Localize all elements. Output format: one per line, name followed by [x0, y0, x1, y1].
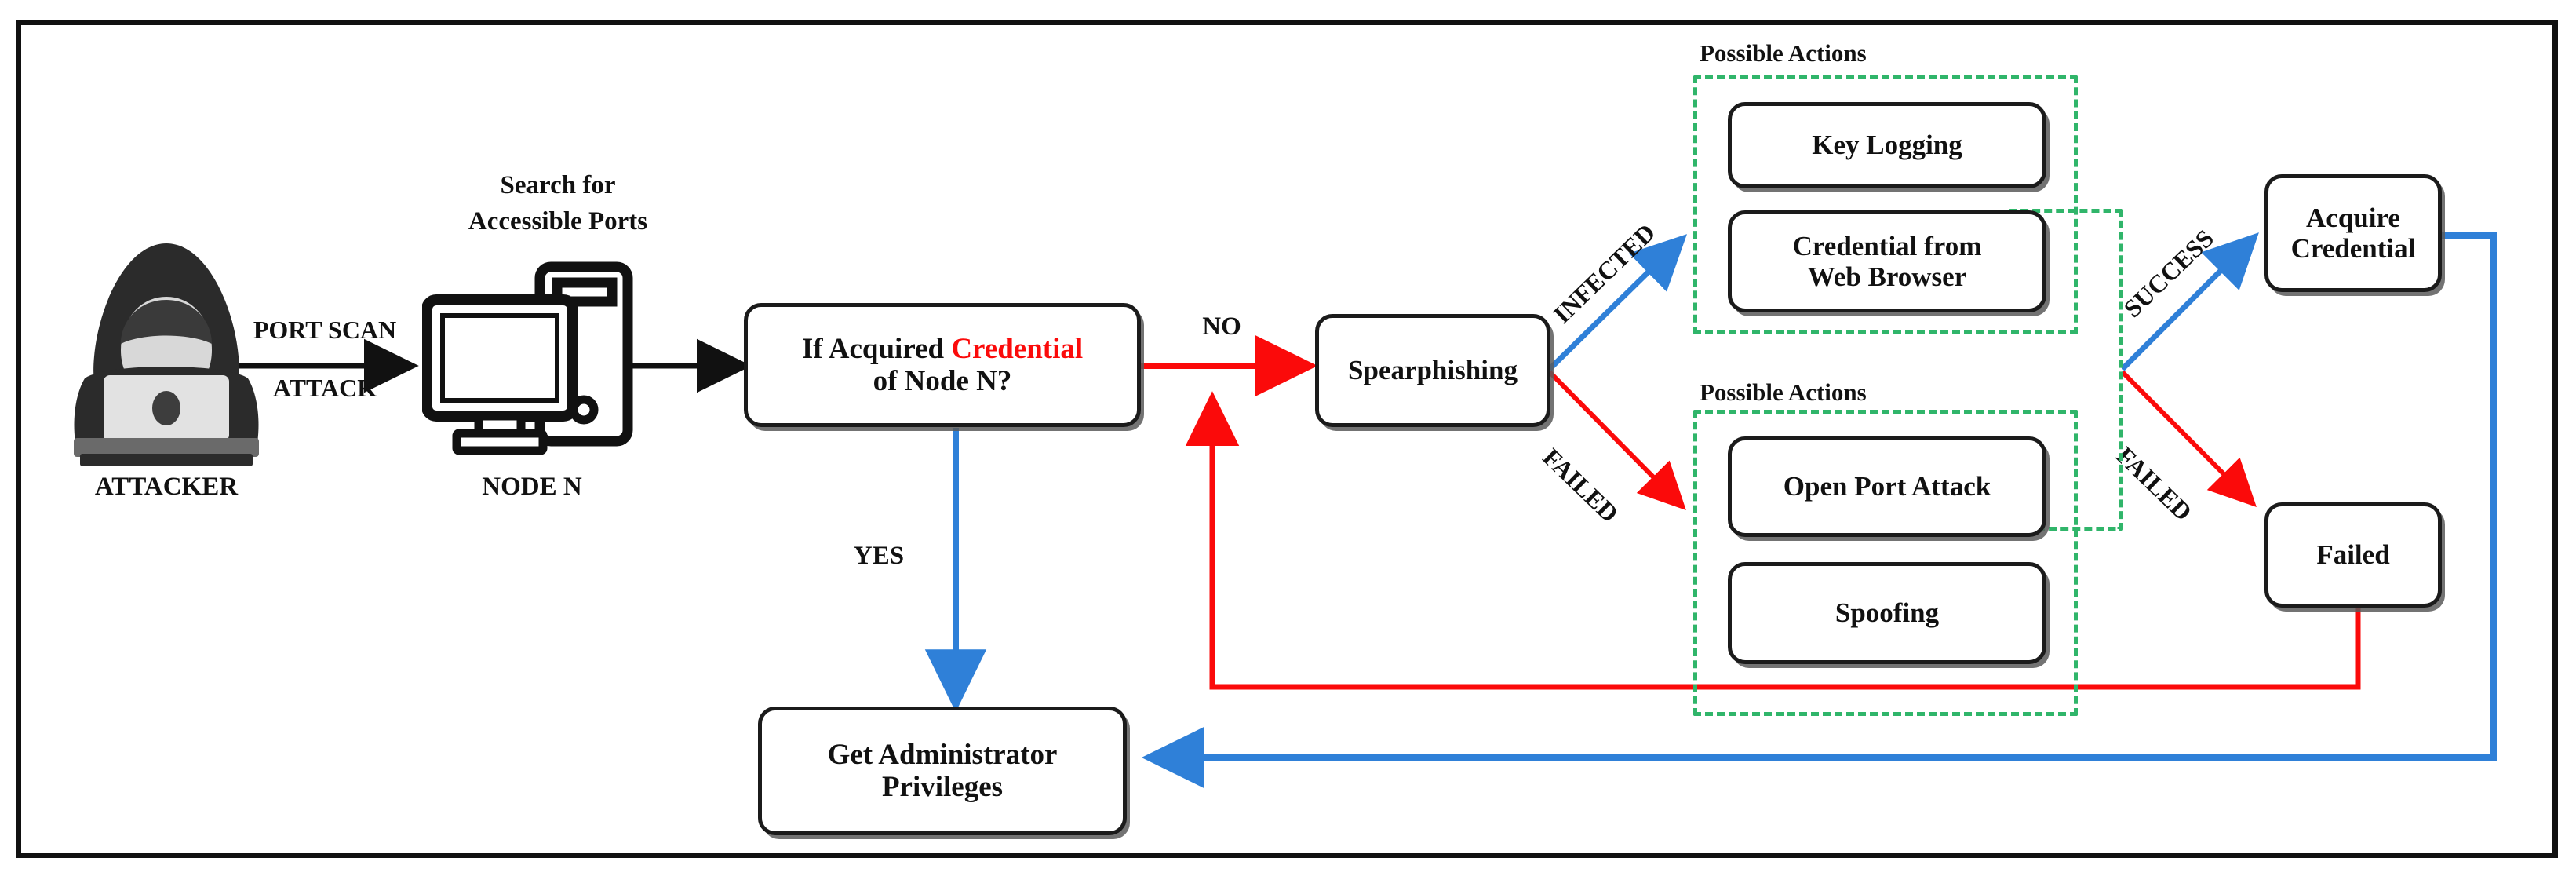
- decision-box-text: If Acquired Credential of Node N?: [802, 333, 1083, 398]
- attacker-label: ATTACKER: [94, 473, 239, 501]
- acquire-credential-line1: Acquire: [2306, 202, 2400, 233]
- acquire-credential-box[interactable]: Acquire Credential: [2264, 174, 2442, 292]
- get-admin-line1: Get Administrator: [827, 738, 1058, 771]
- key-logging-box[interactable]: Key Logging: [1728, 102, 2046, 188]
- decision-text-credential: Credential: [951, 332, 1084, 365]
- decision-box-acquired-credential[interactable]: If Acquired Credential of Node N?: [744, 303, 1141, 427]
- acquire-credential-text: Acquire Credential: [2291, 203, 2416, 264]
- failed-label: Failed: [2316, 539, 2390, 571]
- spoofing-box[interactable]: Spoofing: [1728, 562, 2046, 664]
- diagram-frame: [16, 20, 2558, 858]
- yes-edge-label: YES: [853, 542, 905, 570]
- credential-web-browser-line1: Credential from: [1792, 230, 1982, 261]
- decision-text-suffix: of Node N?: [873, 365, 1012, 397]
- node-label: NODE N: [482, 473, 582, 501]
- credential-web-browser-text: Credential from Web Browser: [1793, 231, 1982, 292]
- no-edge-label: NO: [1202, 312, 1241, 341]
- acquire-credential-line2: Credential: [2290, 233, 2416, 264]
- search-ports-label-line1: Search for: [500, 171, 616, 199]
- get-administrator-privileges-box[interactable]: Get Administrator Privileges: [758, 707, 1127, 835]
- possible-actions-title-lower: Possible Actions: [1700, 378, 1867, 406]
- possible-actions-group-upper: [1693, 75, 2078, 334]
- open-port-attack-box[interactable]: Open Port Attack: [1728, 436, 2046, 537]
- decision-text-prefix: If Acquired: [801, 332, 952, 365]
- credential-web-browser-line2: Web Browser: [1807, 261, 1967, 292]
- hacker-icon: [72, 232, 261, 468]
- possible-actions-title-upper: Possible Actions: [1700, 39, 1867, 67]
- spearphishing-box[interactable]: Spearphishing: [1315, 314, 1550, 427]
- credential-web-browser-box[interactable]: Credential from Web Browser: [1728, 210, 2046, 312]
- key-logging-label: Key Logging: [1812, 130, 1962, 161]
- spoofing-label: Spoofing: [1835, 597, 1940, 629]
- get-admin-line2: Privileges: [881, 771, 1004, 803]
- port-scan-label-line1: PORT SCAN: [253, 316, 397, 344]
- search-ports-label-line2: Accessible Ports: [468, 207, 648, 236]
- open-port-attack-label: Open Port Attack: [1783, 471, 1991, 502]
- possible-actions-bracket: [2009, 209, 2123, 531]
- get-admin-text: Get Administrator Privileges: [828, 739, 1058, 804]
- port-scan-label-line2: ATTACK: [272, 374, 377, 402]
- failed-box[interactable]: Failed: [2264, 502, 2442, 608]
- desktop-computer-icon: [421, 259, 642, 463]
- spearphishing-label: Spearphishing: [1348, 355, 1518, 386]
- possible-actions-group-lower: [1693, 410, 2078, 716]
